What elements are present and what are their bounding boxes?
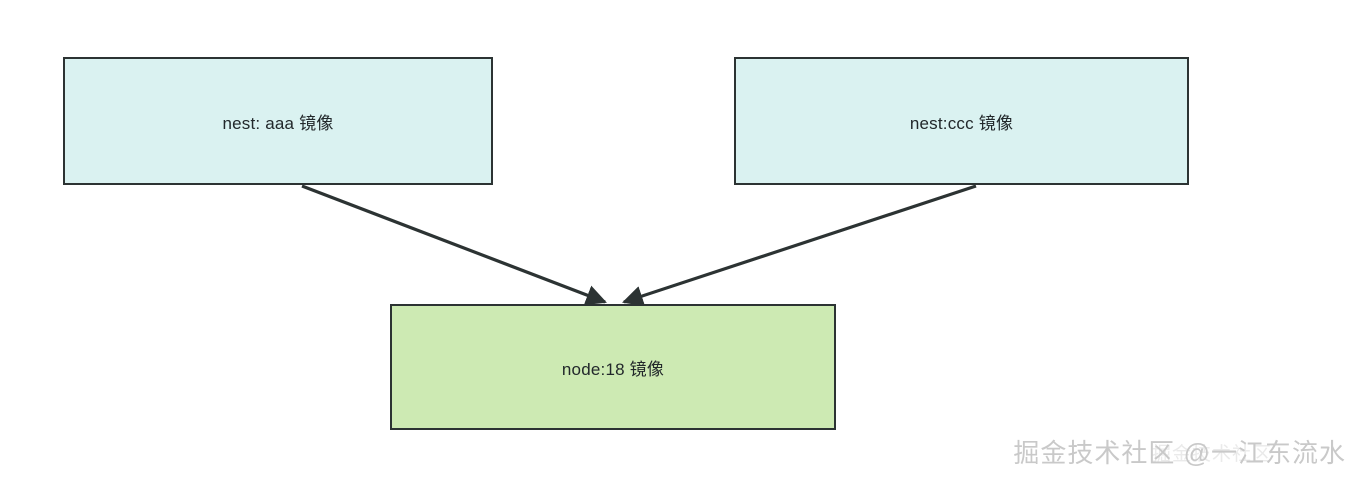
edge-nest-ccc-to-node-18 [622, 184, 977, 307]
node-nest-aaa-label: nest: aaa 镜像 [222, 113, 334, 133]
edge-nest-aaa-to-node-18 [301, 184, 607, 306]
node-nest-aaa[interactable]: nest: aaa 镜像 [63, 57, 493, 185]
node-nest-ccc[interactable]: nest:ccc 镜像 [734, 57, 1189, 185]
watermark-ghost: 掘金技术社区 [1151, 444, 1272, 465]
node-nest-ccc-label: nest:ccc 镜像 [909, 113, 1014, 133]
node-node-18-label: node:18 镜像 [561, 359, 665, 379]
watermark: 掘金技术社区 @一江东流水 [1013, 438, 1346, 468]
node-node-18[interactable]: node:18 镜像 [390, 304, 836, 430]
